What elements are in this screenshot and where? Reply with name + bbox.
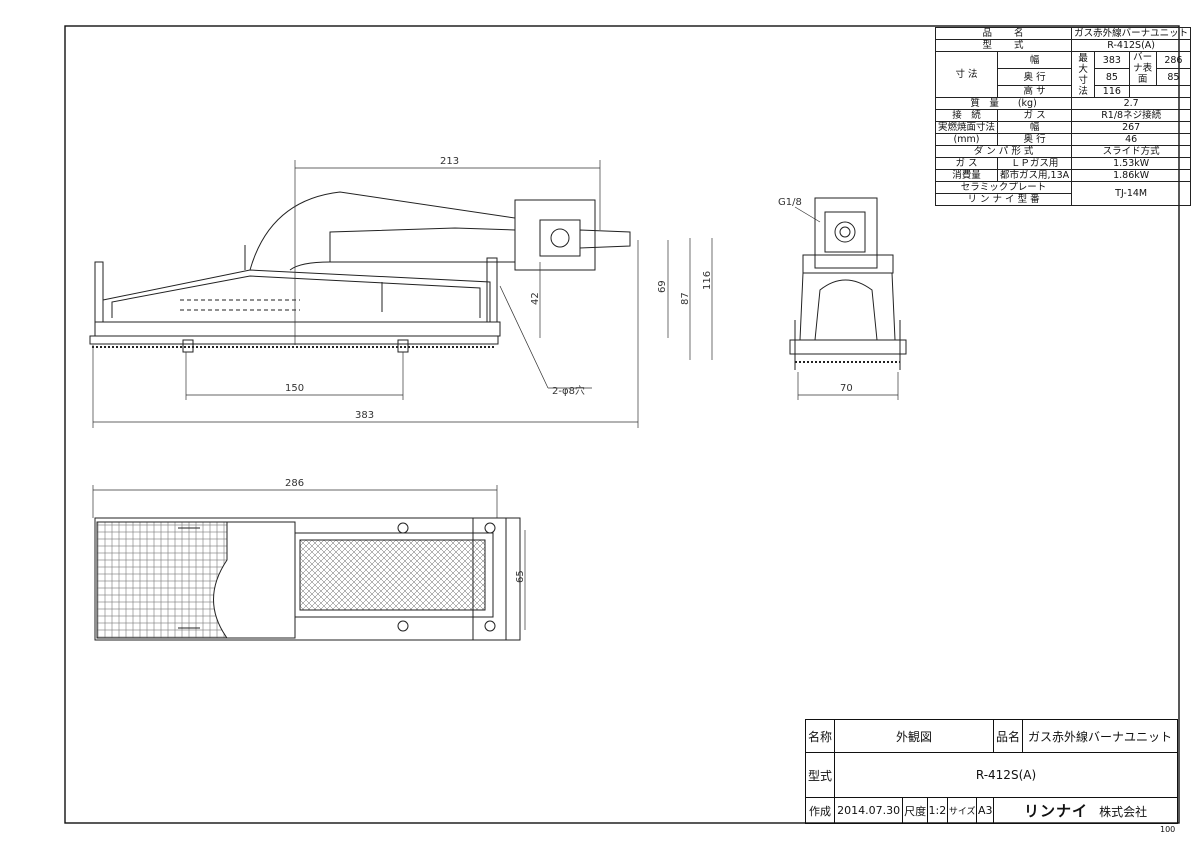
- spec-city-label: 都市ガス用,13A: [997, 169, 1073, 182]
- spec-table: 品 名 ガス赤外線バーナユニット 型 式 R-412S(A) 寸 法 幅 最大寸…: [934, 27, 1192, 206]
- spec-model-value: R-412S(A): [1071, 39, 1192, 52]
- spec-connect-label: 接 続: [934, 109, 999, 122]
- spec-dims-label: 寸 法: [934, 51, 999, 98]
- spec-burner-label: バーナ表 面: [1128, 51, 1157, 86]
- tb-made-label: 作成: [805, 797, 835, 824]
- spec-mass-value: 2.7: [1071, 97, 1192, 110]
- spec-max-label: 最大寸法: [1071, 51, 1096, 98]
- front-view: [89, 191, 631, 353]
- spec-lp-value: 1.53kW: [1071, 157, 1192, 170]
- spec-model-label: 型 式: [934, 39, 1073, 52]
- dim-116: 116: [702, 271, 713, 290]
- tb-name-label: 名称: [805, 719, 835, 753]
- tb-model-value: R-412S(A): [834, 752, 1178, 798]
- dim-g18: G1/8: [778, 197, 802, 208]
- dim-286: 286: [285, 478, 304, 489]
- spec-combust-depth: 46: [1071, 133, 1192, 146]
- spec-connect-value: R1/8ネジ接続: [1071, 109, 1192, 122]
- spec-name-label: 品 名: [934, 27, 1073, 40]
- tb-size-label: サイズ: [946, 797, 978, 824]
- spec-max-width: 383: [1094, 51, 1130, 69]
- spec-burner-width: 286: [1155, 51, 1192, 69]
- spec-combust-mm: (mm): [934, 133, 999, 146]
- dim-87: 87: [680, 292, 691, 305]
- spec-plate-label-1: セラミックプレート: [934, 181, 1073, 194]
- dim-70: 70: [840, 383, 853, 394]
- dim-hole: 2-φ8穴: [552, 384, 585, 397]
- tb-scale-value: 1:2: [926, 797, 948, 824]
- spec-combust-label: 実燃焼面寸法: [934, 121, 999, 134]
- tb-name-value: 外観図: [833, 719, 995, 753]
- tb-product-label: 品名: [993, 719, 1024, 753]
- sheet-border: [64, 25, 1180, 824]
- title-block: 名称 外観図 品名 ガス赤外線バーナユニット 型式 R-412S(A) 作成 2…: [805, 719, 1178, 824]
- spec-connect-gas: ガ ス: [997, 109, 1073, 122]
- tb-model-label: 型式: [805, 752, 835, 798]
- spec-depth-label: 奥 行: [997, 68, 1073, 86]
- side-dimensions: [794, 206, 899, 400]
- top-view: [94, 517, 521, 641]
- dim-383: 383: [355, 410, 374, 421]
- side-view: [789, 197, 907, 370]
- top-dimensions: [92, 485, 526, 630]
- spec-combust-width-label: 幅: [997, 121, 1073, 134]
- spec-width-label: 幅: [997, 51, 1073, 69]
- spec-lp-label: ＬＰガス用: [997, 157, 1073, 170]
- tb-scale-label: 尺度: [902, 797, 928, 824]
- spec-consumption-label: 消費量: [934, 169, 999, 182]
- spec-city-value: 1.86kW: [1071, 169, 1192, 182]
- spec-plate-value: TJ-14M: [1071, 181, 1192, 206]
- spec-damper-value: スライド方式: [1071, 145, 1192, 158]
- spec-max-height: 116: [1094, 85, 1130, 98]
- spec-plate-label-2: リ ン ナ イ 型 番: [934, 193, 1073, 206]
- dim-69: 69: [657, 280, 668, 293]
- spec-name-value: ガス赤外線バーナユニット: [1071, 27, 1192, 40]
- dim-213: 213: [440, 156, 459, 167]
- spec-combust-width: 267: [1071, 121, 1192, 134]
- dim-150: 150: [285, 383, 304, 394]
- dim-65: 65: [515, 570, 526, 583]
- tb-product-value: ガス赤外線バーナユニット: [1022, 719, 1178, 753]
- spec-combust-depth-label: 奥 行: [997, 133, 1073, 146]
- spec-max-depth: 85: [1094, 68, 1130, 86]
- tb-made-value: 2014.07.30: [833, 797, 904, 824]
- company-logo: リンナイ: [1023, 802, 1088, 820]
- spec-damper-label: ダ ン パ 形 式: [934, 145, 1073, 158]
- spec-burner-depth: 85: [1155, 68, 1192, 86]
- front-dimensions: [92, 160, 713, 428]
- tb-size-value: A3: [976, 797, 995, 824]
- spec-mass-label: 質 量 (kg): [934, 97, 1073, 110]
- sheet-number: 100: [1160, 825, 1176, 834]
- company-suffix: 株式会社: [1099, 805, 1148, 819]
- spec-height-label: 高 サ: [997, 85, 1073, 98]
- spec-gas-label: ガ ス: [934, 157, 999, 170]
- dim-42: 42: [530, 292, 541, 305]
